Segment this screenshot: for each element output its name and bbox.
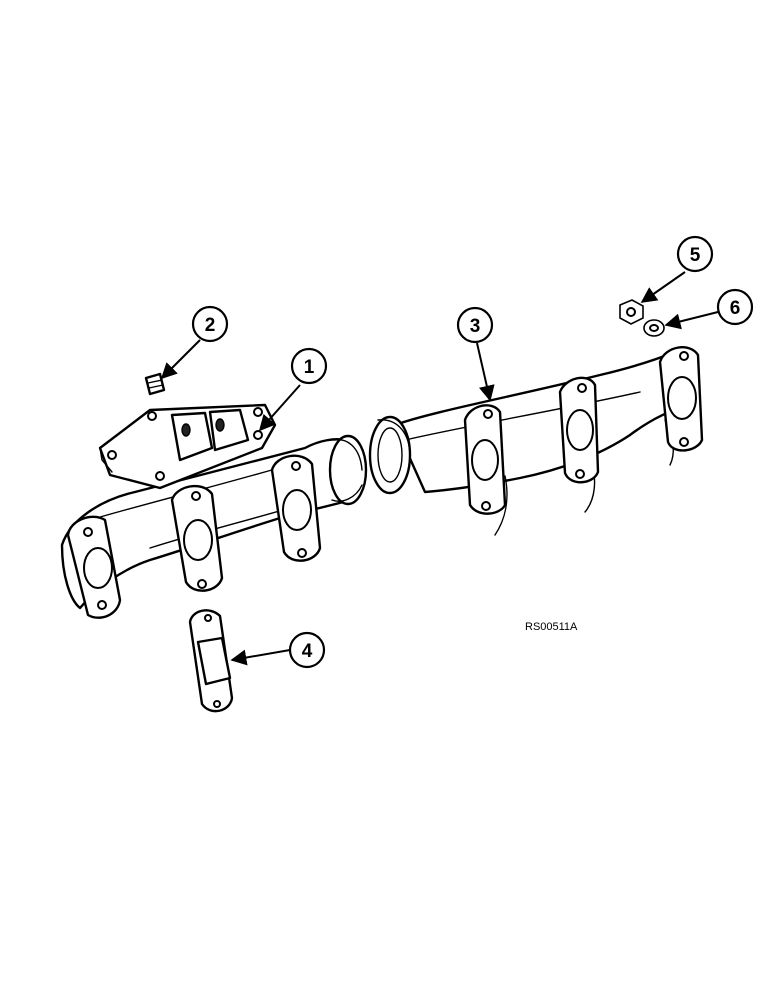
callout-4-leader (230, 649, 291, 666)
callout-5-leader (640, 271, 686, 303)
callout-3-label: 3 (470, 316, 481, 337)
front-manifold-section (60, 403, 368, 619)
callout-4-label: 4 (302, 641, 313, 662)
callout-2: 2 (191, 305, 229, 343)
callout-6-label: 6 (730, 298, 741, 319)
plug (144, 372, 166, 396)
figure-reference-code: RS00511A (525, 621, 578, 633)
callout-2-label: 2 (205, 315, 216, 336)
callout-6-leader (664, 311, 719, 330)
callout-1-label: 1 (304, 357, 315, 378)
callout-3: 3 (456, 306, 494, 344)
nut (619, 299, 644, 325)
rear-manifold-section (368, 346, 704, 536)
callout-6: 6 (716, 288, 754, 326)
washer (643, 319, 665, 337)
gasket (188, 609, 234, 713)
callout-4: 4 (288, 631, 326, 669)
callout-2-leader (160, 339, 201, 380)
callout-5: 5 (676, 235, 714, 273)
callout-5-label: 5 (690, 245, 701, 266)
callout-1-leader (258, 384, 301, 432)
callout-1: 1 (290, 347, 328, 385)
callout-3-leader (476, 342, 495, 402)
